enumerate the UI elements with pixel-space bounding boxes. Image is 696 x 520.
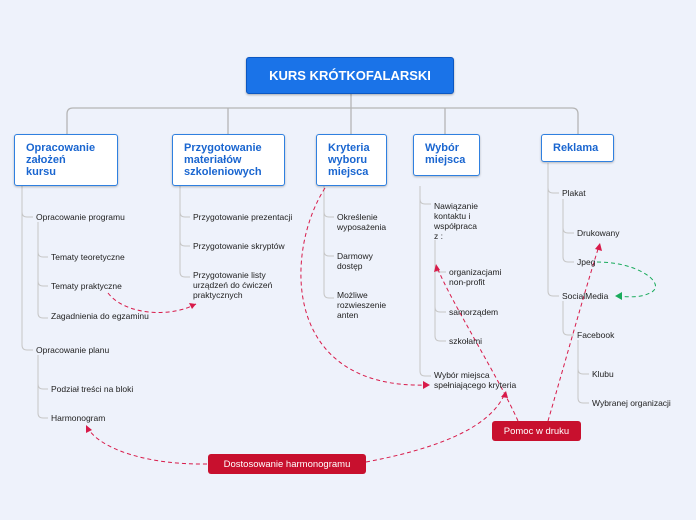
topic-nawiazanie-kontaktu[interactable]: Nawiązanie kontaktu i współpraca z :: [434, 201, 478, 241]
topic-okreslenie-wyposazenia[interactable]: Określenie wyposażenia: [337, 212, 387, 232]
relationship-lines: [86, 187, 657, 465]
topic-darmowy-dostep[interactable]: Darmowy dostęp: [337, 251, 373, 271]
relation-dostosowanie-to-wybor: [365, 392, 506, 463]
topic-plakat[interactable]: Plakat: [562, 188, 586, 198]
branch-5-connectors: [547, 163, 589, 404]
topic-organizacjami-non-profit[interactable]: organizacjami non-profit: [449, 267, 502, 287]
arrowhead: [615, 292, 622, 300]
topic-drukowany[interactable]: Drukowany: [577, 228, 620, 238]
callout-pomoc-w-druku[interactable]: Pomoc w druku: [492, 421, 581, 441]
callout-dostosowanie-harmonogramu[interactable]: Dostosowanie harmonogramu: [208, 454, 366, 474]
topic-wybranej-organizacji[interactable]: Wybranej organizacji: [592, 398, 671, 408]
root-connectors: [66, 94, 579, 134]
relation-dostosowanie-to-harmonogram: [86, 426, 208, 465]
topic-przygotowanie-listy[interactable]: Przygotowanie listy urządzeń do ćwiczeń …: [193, 270, 273, 300]
topic-opracowanie-planu[interactable]: Opracowanie planu: [36, 345, 110, 355]
topic-samorzadem[interactable]: samorządem: [449, 307, 499, 317]
topic-socialmedia[interactable]: SocialMedia: [562, 291, 609, 301]
topic-szkolami[interactable]: szkołami: [449, 336, 483, 346]
branch-reklama[interactable]: Reklama: [541, 134, 614, 162]
relation-pomoc-to-drukowany: [547, 245, 600, 422]
topic-podzial-tresci[interactable]: Podział treści na bloki: [51, 384, 134, 394]
topic-wybor-miejsca-kryteria[interactable]: Wybór miejsca spełniającego kryteria: [434, 370, 517, 390]
branch-wybor-miejsca[interactable]: Wybór miejsca: [413, 134, 480, 176]
topic-harmonogram[interactable]: Harmonogram: [51, 413, 106, 423]
arrowhead: [189, 303, 196, 309]
branch-3-connectors: [323, 186, 334, 299]
topic-przygotowanie-prezentacji[interactable]: Przygotowanie prezentacji: [193, 212, 293, 222]
topic-mozliwe-rozwieszenie[interactable]: Możliwe rozwieszenie anten: [337, 290, 387, 320]
branch-2-connectors: [179, 186, 190, 278]
arrowhead: [423, 381, 430, 389]
relation-jpeg-to-socialmedia: [596, 261, 657, 298]
branch-kryteria-wyboru[interactable]: Kryteria wyboru miejsca: [316, 134, 387, 186]
topic-zagadnienia-do-egzaminu[interactable]: Zagadnienia do egzaminu: [51, 311, 149, 321]
relation-kryteria-to-wybor: [300, 187, 429, 386]
topic-przygotowanie-skryptow[interactable]: Przygotowanie skryptów: [193, 241, 285, 251]
topic-tematy-praktyczne[interactable]: Tematy praktyczne: [51, 281, 122, 291]
arrowhead: [595, 243, 602, 251]
branch-1-connectors: [21, 186, 48, 419]
root-topic[interactable]: KURS KRÓTKOFALARSKI: [246, 57, 454, 94]
topic-opracowanie-programu[interactable]: Opracowanie programu: [36, 212, 125, 222]
topic-facebook[interactable]: Facebook: [577, 330, 615, 340]
arrowhead: [434, 264, 440, 272]
topic-jpeg[interactable]: Jpeg: [577, 257, 596, 267]
branch-opracowanie-zalozen[interactable]: Opracowanie założeń kursu: [14, 134, 118, 186]
topic-tematy-teoretyczne[interactable]: Tematy teoretyczne: [51, 252, 125, 262]
arrowhead: [86, 425, 92, 433]
relation-tematy-to-lista: [107, 292, 197, 313]
branch-przygotowanie-materialow[interactable]: Przygotowanie materiałów szkoleniowych: [172, 134, 285, 186]
topic-klubu[interactable]: Klubu: [592, 369, 614, 379]
